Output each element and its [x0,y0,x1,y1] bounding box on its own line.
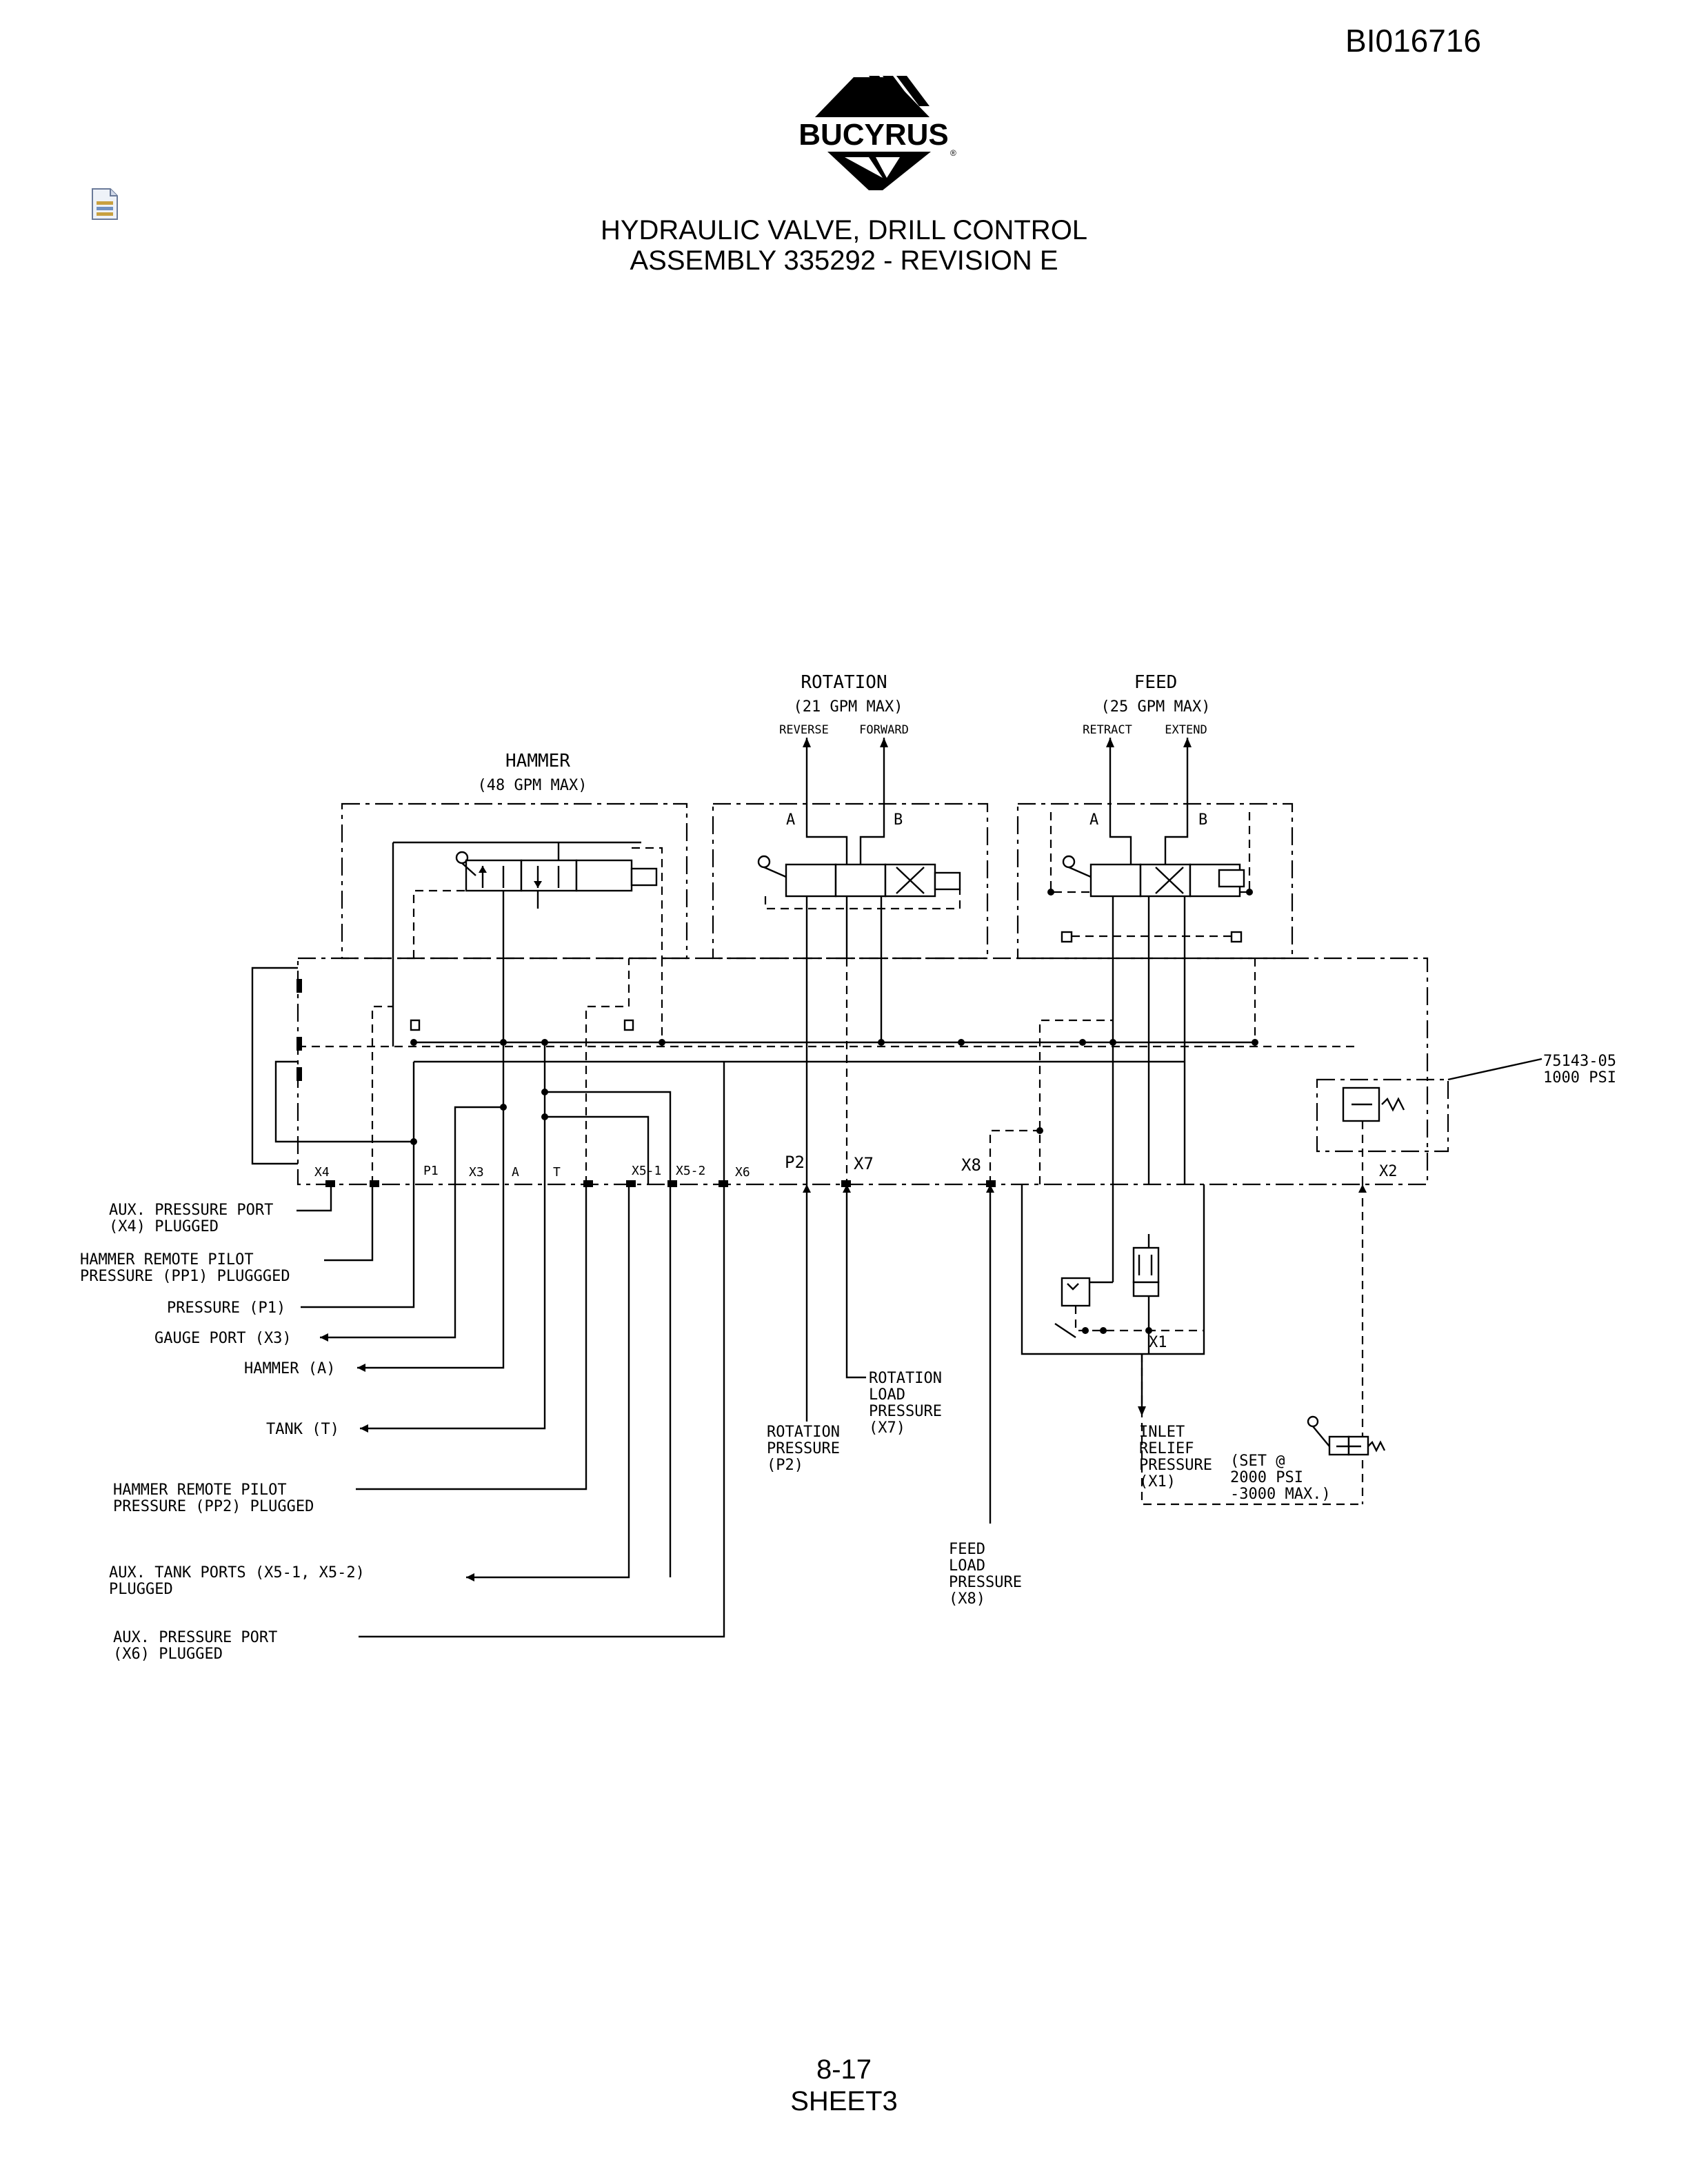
port-x5-1: X5-1 [632,1164,661,1178]
label-x3: GAUGE PORT (X3) [154,1330,292,1347]
port-x7: X7 [854,1154,874,1173]
svg-text:EXTEND: EXTEND [1165,723,1207,737]
bottom-port-labels: ROTATION LOAD PRESSURE (X7) ROTATION PRE… [767,1370,1331,1608]
feed-spool-valve [1047,812,1253,958]
svg-text:FEED: FEED [949,1541,985,1558]
label-hammer-a: HAMMER (A) [244,1360,335,1377]
svg-text:-3000 MAX.): -3000 MAX.) [1230,1486,1331,1503]
port-x8: X8 [961,1155,981,1175]
logo-wordmark: BUCYRUS [798,118,949,152]
svg-text:(X8): (X8) [949,1590,985,1608]
svg-text:RELIEF: RELIEF [1139,1440,1194,1457]
svg-text:HAMMER: HAMMER [505,751,570,771]
label-p1: PRESSURE (P1) [167,1300,285,1317]
svg-text:PRESSURE: PRESSURE [949,1574,1022,1591]
label-aux-tank-2: PLUGGED [109,1581,173,1598]
label-aux-x4-1: AUX. PRESSURE PORT [109,1202,273,1219]
label-pp1-1: HAMMER REMOTE PILOT [80,1251,254,1268]
inlet-relief-assembly [1021,1184,1363,1506]
port-x2: X2 [1379,1163,1398,1180]
left-end-cover [251,967,298,1165]
svg-text:FEED: FEED [1134,672,1178,693]
svg-text:(25 GPM MAX): (25 GPM MAX) [1101,698,1211,716]
port-p1: P1 [423,1164,439,1178]
svg-text:B: B [894,811,903,829]
label-aux-tank-1: AUX. TANK PORTS (X5-1, X5-2) [109,1564,365,1581]
port-t: T [553,1165,561,1180]
svg-text:2000 PSI: 2000 PSI [1230,1469,1303,1486]
port-a: A [512,1165,519,1180]
svg-text:ROTATION: ROTATION [869,1370,942,1387]
svg-text:LOAD: LOAD [869,1386,905,1404]
label-aux-x6-1: AUX. PRESSURE PORT [113,1629,277,1646]
svg-text:A: A [786,811,795,829]
label-aux-x4-2: (X4) PLUGGED [109,1218,219,1235]
svg-text:FORWARD: FORWARD [859,723,909,737]
svg-text:B: B [1198,811,1207,829]
hammer-spool-valve [392,841,663,958]
port-x6: X6 [735,1165,750,1180]
svg-text:A: A [1089,811,1098,829]
manifold-body [297,957,1429,1186]
port-x1: X1 [1149,1334,1167,1351]
label-pp1-2: PRESSURE (PP1) PLUGGGED [80,1268,290,1285]
bucyrus-logo: BUCYRUS ® [772,74,972,192]
drawing-title: HYDRAULIC VALVE, DRILL CONTROL [600,215,1088,245]
label-tank: TANK (T) [266,1421,339,1438]
label-aux-x6-2: (X6) PLUGGED [113,1646,223,1663]
svg-text:INLET: INLET [1139,1424,1185,1441]
svg-text:ROTATION: ROTATION [767,1424,840,1441]
svg-text:REVERSE: REVERSE [779,723,829,737]
port-x4: X4 [314,1165,330,1180]
port-labels: X4 P1 X3 A T X5-1 X5-2 X6 P2 X7 X8 X2 [314,1153,1398,1180]
port-p2: P2 [785,1153,805,1172]
feed-section-label: FEED (25 GPM MAX) RETRACT EXTEND [1083,672,1210,737]
rotation-section-label: ROTATION (21 GPM MAX) REVERSE FORWARD [779,672,909,737]
svg-text:LOAD: LOAD [949,1557,985,1575]
svg-text:(21 GPM MAX): (21 GPM MAX) [794,698,903,716]
svg-text:(48 GPM MAX): (48 GPM MAX) [478,777,587,794]
svg-text:PRESSURE: PRESSURE [869,1403,942,1420]
svg-text:(P2): (P2) [767,1457,803,1474]
port-x3: X3 [469,1165,484,1180]
hammer-section-label: HAMMER (48 GPM MAX) [478,751,587,794]
attachment-icon[interactable] [91,188,119,221]
svg-text:PRESSURE: PRESSURE [1139,1457,1212,1474]
rotation-section-box [712,802,989,960]
svg-text:RETRACT: RETRACT [1083,723,1132,737]
svg-text:®: ® [950,148,956,158]
sheet-label: SHEET3 [790,2086,898,2116]
svg-text:PRESSURE: PRESSURE [767,1440,840,1457]
label-pp2-1: HAMMER REMOTE PILOT [113,1482,287,1499]
svg-text:(SET @: (SET @ [1230,1453,1285,1470]
remote-relief-valve [1307,1415,1386,1456]
left-port-labels: AUX. PRESSURE PORT (X4) PLUGGED HAMMER R… [80,1202,365,1663]
relief-note-part: 75143-05 [1543,1053,1616,1070]
svg-text:(X7): (X7) [869,1419,905,1437]
label-pp2-2: PRESSURE (PP2) PLUGGED [113,1498,314,1515]
svg-text:ROTATION: ROTATION [801,672,887,693]
relief-valve-75143 [1316,1058,1543,1184]
drawing-subtitle: ASSEMBLY 335292 - REVISION E [630,245,1058,276]
feed-section-box [1016,802,1294,960]
rotation-spool-valve [757,820,961,958]
port-x5-2: X5-2 [676,1164,705,1178]
svg-text:(X1): (X1) [1139,1473,1176,1490]
page-number: 8-17 [816,2054,872,2085]
document-id: BI016716 [1345,23,1481,59]
relief-note-psi: 1000 PSI [1543,1069,1616,1086]
